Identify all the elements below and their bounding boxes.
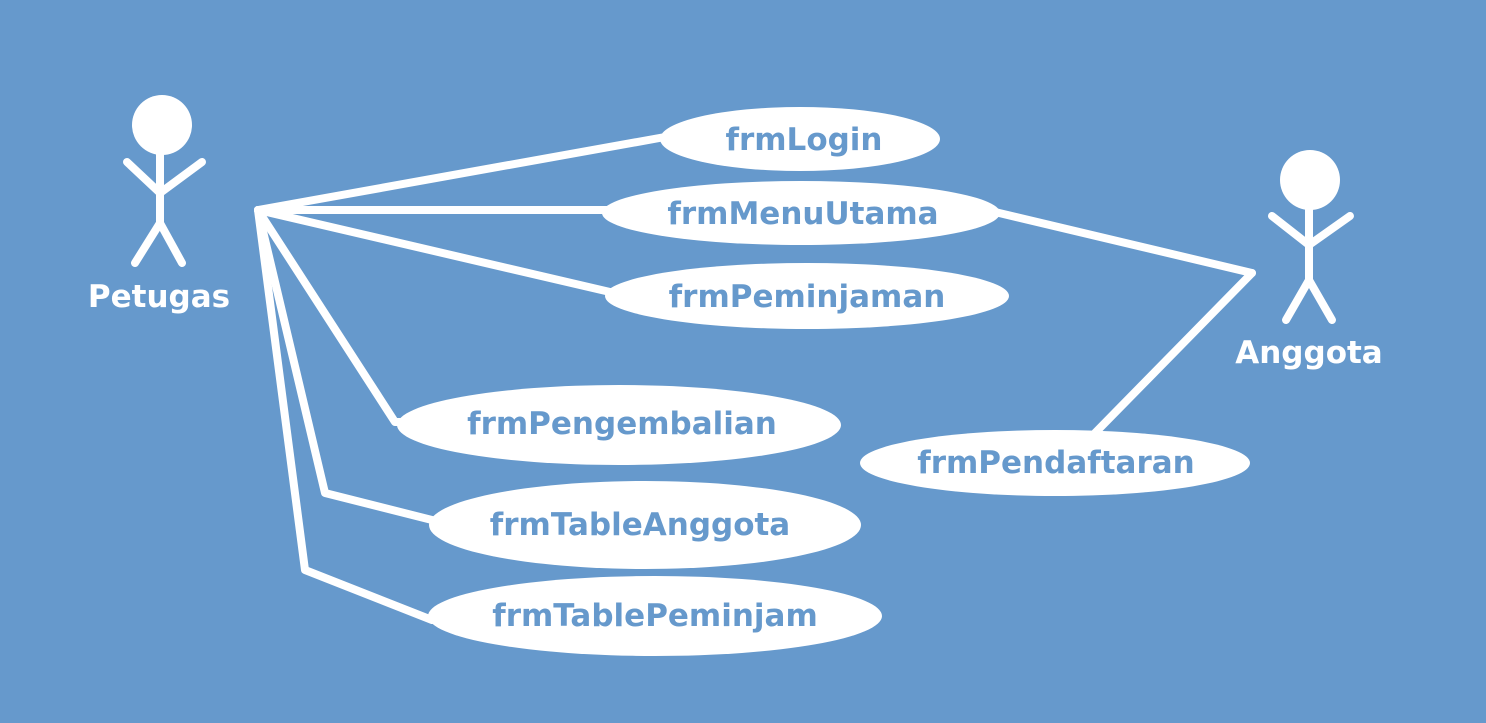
association-anggota-pendaftaran: [1091, 269, 1256, 437]
actor-label-anggota: Anggota: [1235, 335, 1382, 371]
use-case-frmpengembalian: frmPengembalian: [397, 385, 841, 465]
actor-petugas: Petugas: [88, 95, 230, 315]
association-petugas-login: [254, 133, 669, 214]
use-case-label: frmTablePeminjam: [492, 598, 818, 634]
association-petugas-peminjaman: [254, 206, 614, 296]
use-case-frmmenuutama: frmMenuUtama: [602, 181, 1000, 245]
use-case-frmtablepeminjam: frmTablePeminjam: [428, 576, 882, 656]
stick-figure-icon: [1268, 150, 1354, 324]
use-case-frmpeminjaman: frmPeminjaman: [605, 263, 1009, 329]
use-case-label: frmPengembalian: [467, 406, 777, 442]
use-case-frmtableanggota: frmTableAnggota: [429, 481, 861, 569]
use-case-label: frmPendaftaran: [917, 445, 1195, 481]
association-anggota-menu-utama: [991, 208, 1256, 277]
use-case-label: frmTableAnggota: [490, 507, 790, 543]
use-case-label: frmLogin: [725, 122, 882, 158]
actor-anggota: Anggota: [1235, 150, 1383, 371]
stick-figure-icon: [123, 95, 206, 267]
association-petugas-table-peminjam: [254, 206, 436, 624]
actor-label-petugas: Petugas: [88, 279, 230, 315]
use-case-frmpendaftaran: frmPendaftaran: [860, 430, 1250, 496]
use-case-label: frmMenuUtama: [667, 196, 938, 232]
associations: [254, 133, 1256, 624]
use-case-label: frmPeminjaman: [669, 279, 946, 315]
association-petugas-table-anggota: [254, 206, 436, 524]
use-case-frmlogin: frmLogin: [660, 107, 940, 171]
